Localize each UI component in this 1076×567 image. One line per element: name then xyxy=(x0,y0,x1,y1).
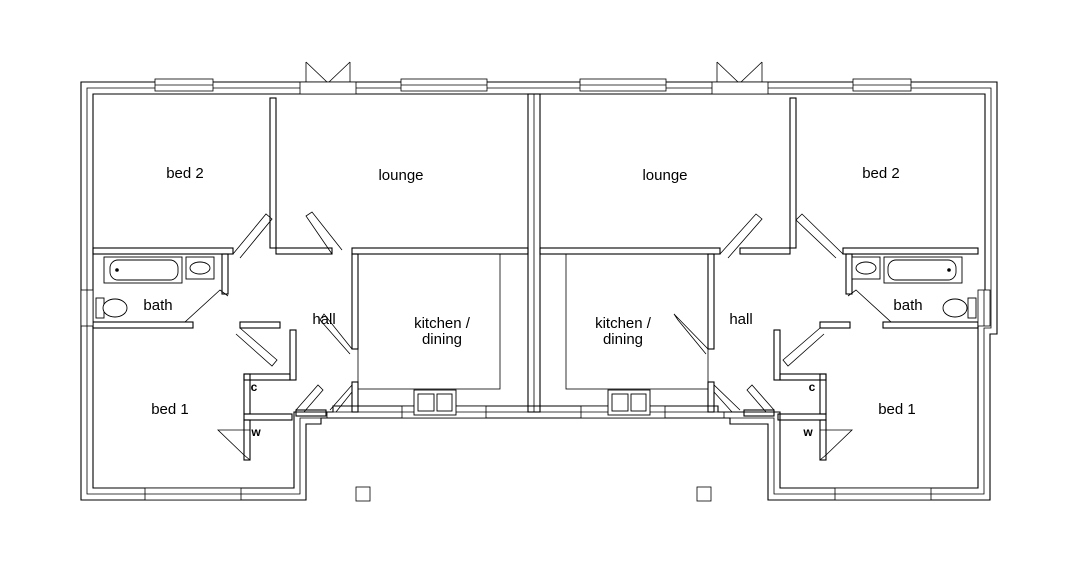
left-bath-label: bath xyxy=(143,297,172,314)
left-kitchen-label-line2: dining xyxy=(422,331,462,348)
left-wardrobe-label: w xyxy=(250,425,261,439)
right-hall-label: hall xyxy=(729,311,752,328)
door-swings xyxy=(183,211,893,461)
left-bed2-label: bed 2 xyxy=(166,165,204,182)
right-wardrobe-label: w xyxy=(802,425,813,439)
windows xyxy=(80,78,991,501)
right-kitchen-label-line2: dining xyxy=(603,331,643,348)
left-bed1-label: bed 1 xyxy=(151,401,189,418)
right-bed1-label: bed 1 xyxy=(878,401,916,418)
left-lounge-label: lounge xyxy=(378,167,423,184)
left-bath-fixtures xyxy=(95,256,215,319)
right-bath-label: bath xyxy=(893,297,922,314)
left-hall-label: hall xyxy=(312,311,335,328)
french-doors xyxy=(299,61,769,95)
left-front-step xyxy=(355,486,371,502)
right-bed2-label: bed 2 xyxy=(862,165,900,182)
left-kitchen-label-line1: kitchen / xyxy=(414,315,471,332)
left-kitchen-sink xyxy=(413,389,457,416)
right-unit-walls xyxy=(539,97,979,461)
right-front-step xyxy=(696,486,712,502)
right-kitchen-sink xyxy=(607,389,651,416)
left-unit-walls xyxy=(92,93,541,461)
right-cupboard-label: c xyxy=(809,380,816,394)
left-cupboard-label: c xyxy=(251,380,258,394)
right-kitchen-label-line1: kitchen / xyxy=(595,315,652,332)
right-bath-fixtures xyxy=(851,256,977,319)
right-lounge-label: lounge xyxy=(642,167,687,184)
